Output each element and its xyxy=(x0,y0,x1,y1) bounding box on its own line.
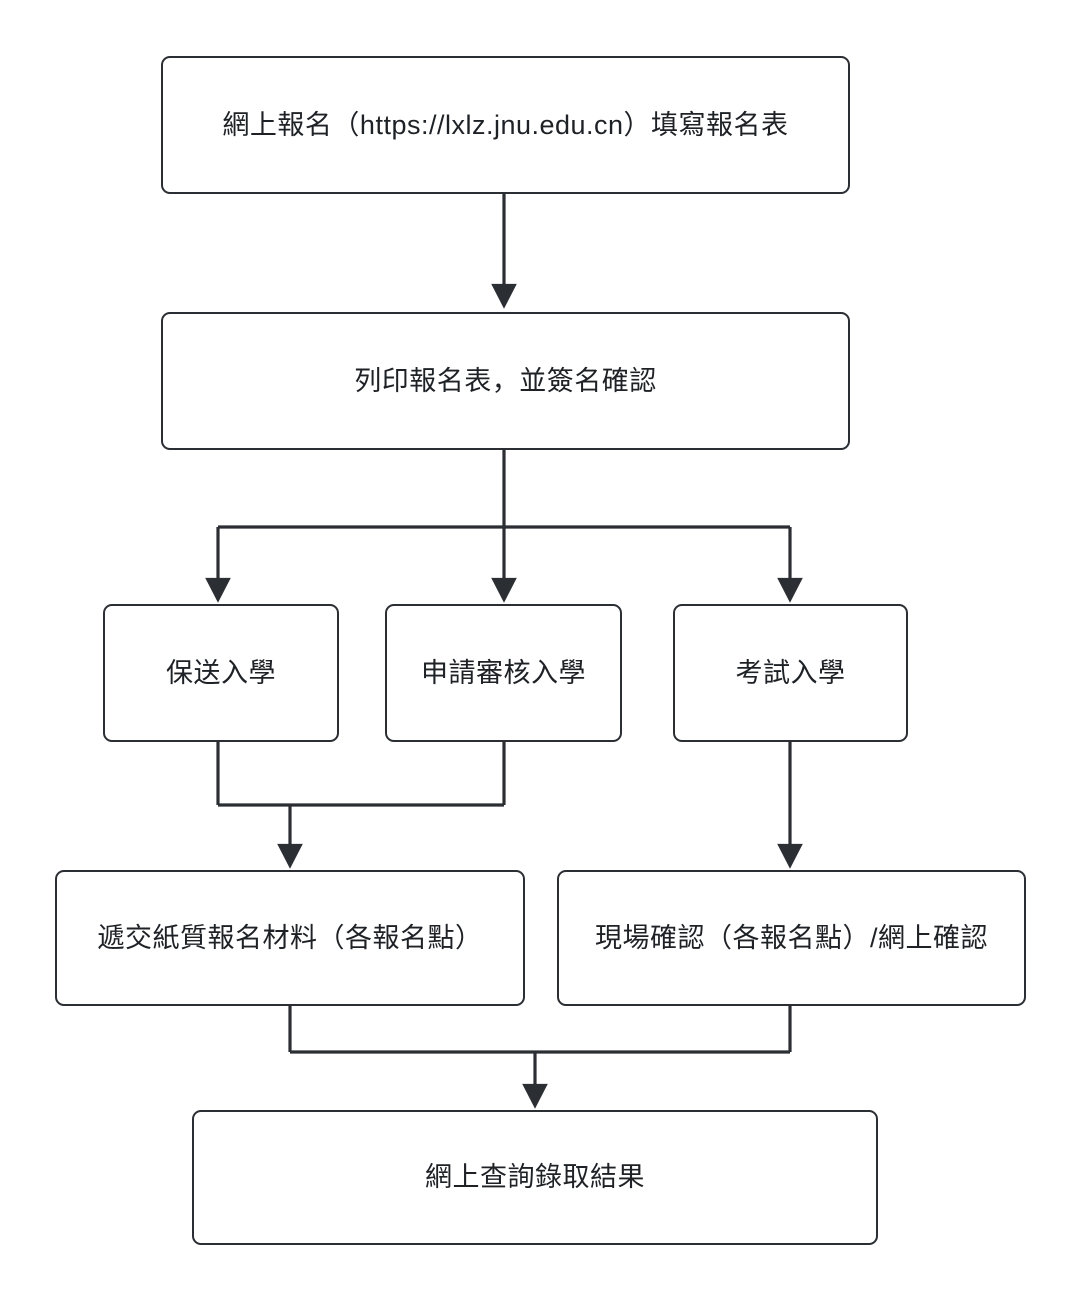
node-onsite-or-online-confirmation[interactable]: 現場確認（各報名點）/網上確認 xyxy=(557,870,1026,1006)
node-exam-admission-label: 考試入學 xyxy=(735,657,846,688)
node-recommended-admission[interactable]: 保送入學 xyxy=(103,604,339,742)
node-online-registration[interactable]: 網上報名（https://lxlz.jnu.edu.cn）填寫報名表 xyxy=(161,56,850,194)
node-check-results-online[interactable]: 網上查詢錄取結果 xyxy=(192,1110,878,1245)
node-print-form-label: 列印報名表，並簽名確認 xyxy=(354,365,657,396)
node-application-review-admission[interactable]: 申請審核入學 xyxy=(385,604,622,742)
node-check-results-online-label: 網上查詢錄取結果 xyxy=(425,1162,645,1193)
node-online-registration-label: 網上報名（https://lxlz.jnu.edu.cn）填寫報名表 xyxy=(222,109,789,140)
node-print-form[interactable]: 列印報名表，並簽名確認 xyxy=(161,312,850,450)
node-onsite-or-online-confirmation-label: 現場確認（各報名點）/網上確認 xyxy=(594,922,988,953)
node-submit-paper-materials[interactable]: 遞交紙質報名材料（各報名點） xyxy=(55,870,525,1006)
node-recommended-admission-label: 保送入學 xyxy=(166,657,276,688)
node-submit-paper-materials-label: 遞交紙質報名材料（各報名點） xyxy=(97,922,483,953)
node-exam-admission[interactable]: 考試入學 xyxy=(673,604,908,742)
node-application-review-admission-label: 申請審核入學 xyxy=(421,657,586,688)
